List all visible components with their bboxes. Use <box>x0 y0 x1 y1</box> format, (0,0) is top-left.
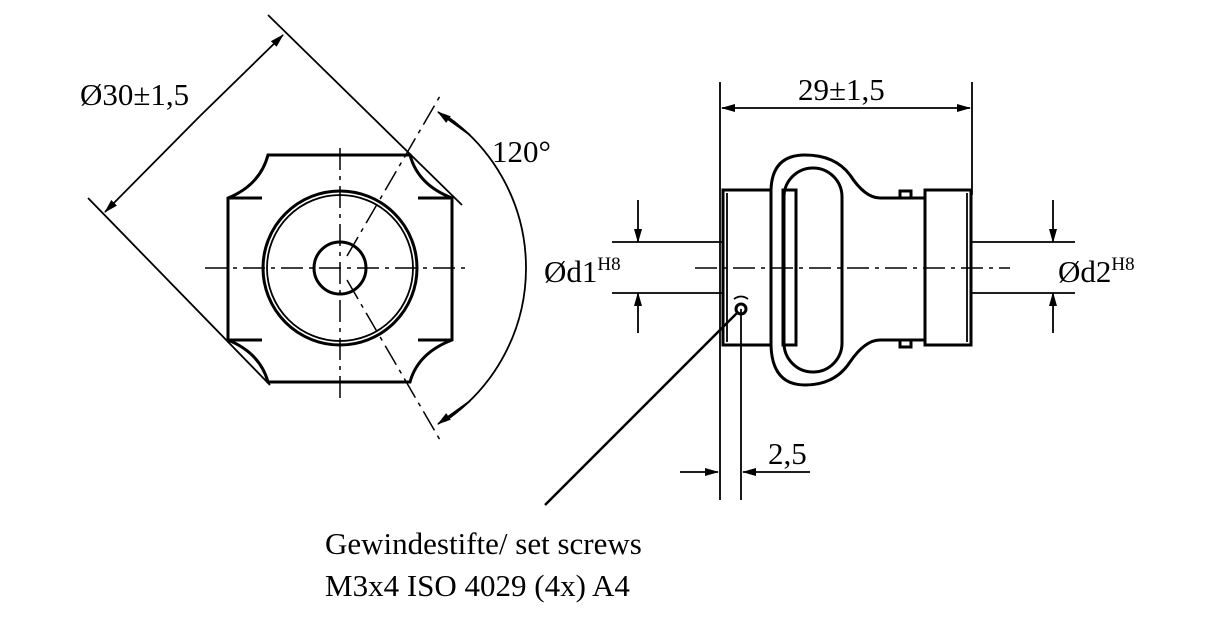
angle-line <box>346 279 441 441</box>
dimension-line <box>199 34 284 117</box>
offset-label: 2,5 <box>768 436 807 471</box>
bore2-text: Ød2 <box>1058 254 1111 289</box>
diameter-label: Ø30±1,5 <box>80 77 189 112</box>
note-line-1: Gewindestifte/ set screws <box>325 526 642 561</box>
extension-line <box>267 14 463 206</box>
angle-line <box>346 95 441 257</box>
front-body-outline <box>226 153 454 384</box>
tab <box>898 189 913 200</box>
note-line-2: M3x4 ISO 4029 (4x) A4 <box>325 568 630 603</box>
angle-arrow <box>437 111 471 136</box>
angle-label: 120° <box>492 134 551 169</box>
bore1-label: Ød1H8 <box>544 254 621 289</box>
angle-arc <box>444 114 527 422</box>
screw-arc <box>733 295 749 300</box>
ring-inner <box>782 166 844 374</box>
angle-arrow <box>437 400 471 425</box>
length-label: 29±1,5 <box>798 72 885 107</box>
extension-line <box>87 197 271 386</box>
bore2-label: Ød2H8 <box>1058 254 1135 289</box>
bore2-tolerance: H8 <box>1111 254 1134 275</box>
tab <box>898 338 913 349</box>
side-view: 29±1,5 Ød1H8 Ød2H8 2,5 <box>544 72 1135 506</box>
dimension-line <box>104 115 201 213</box>
front-view: Ø30±1,5 120° <box>80 14 551 441</box>
leader-line <box>544 312 738 506</box>
bore1-text: Ød1 <box>544 254 597 289</box>
bore1-tolerance: H8 <box>597 254 620 275</box>
